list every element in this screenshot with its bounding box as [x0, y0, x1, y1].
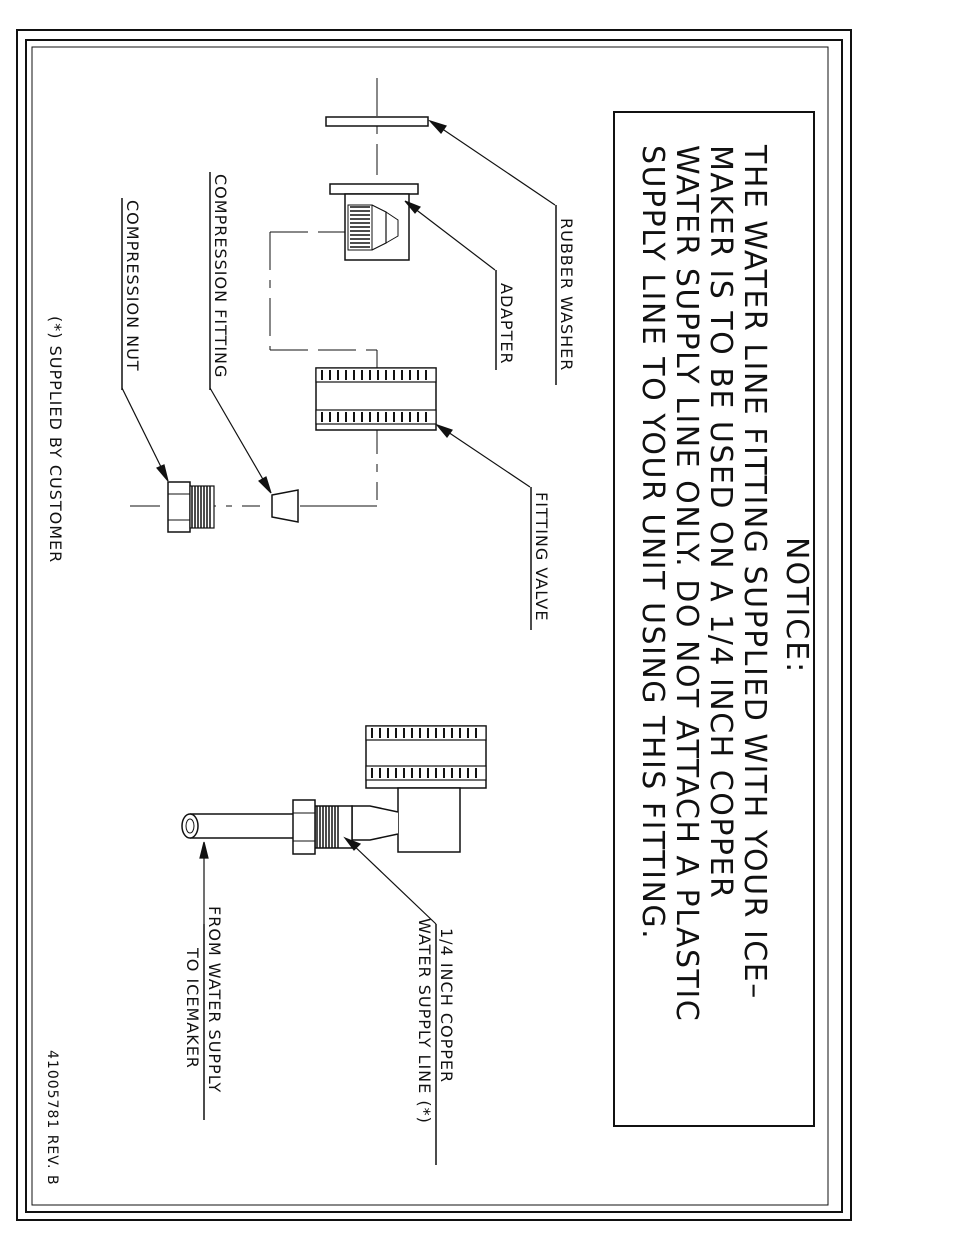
outer-border — [16, 29, 852, 1221]
rubber-washer-shape — [325, 116, 429, 127]
label-copper-line-1: 1/4 INCH COPPER — [437, 928, 456, 1083]
notice-line-1: THE WATER LINE FITTING SUPPLIED WITH YOU… — [737, 144, 772, 1000]
compression-fitting-shape — [271, 489, 299, 523]
assembled-fitting — [181, 725, 487, 855]
notice-line-3: WATER SUPPLY LINE ONLY. DO NOT ATTACH A … — [669, 145, 704, 1022]
label-fitting-valve: FITTING VALVE — [532, 492, 551, 621]
label-underlines — [121, 172, 557, 630]
notice-text: NOTICE: THE WATER LINE FITTING SUPPLIED … — [635, 144, 814, 1022]
notice-title: NOTICE: — [779, 537, 814, 674]
inner-border — [25, 39, 843, 1213]
label-compression-nut: COMPRESSION NUT — [123, 200, 142, 372]
notice-line-2: MAKER IS TO BE USED ON A 1/4 INCH COPPER — [703, 145, 738, 899]
inner-border-2 — [31, 46, 829, 1206]
label-from-supply-2: TO ICEMAKER — [183, 947, 202, 1069]
label-copper-line-2: WATER SUPPLY LINE (*) — [415, 918, 434, 1124]
adapter-shape — [329, 183, 419, 261]
notice-box — [613, 111, 815, 1127]
compression-nut-shape — [167, 481, 215, 533]
label-compression-fitting: COMPRESSION FITTING — [211, 174, 230, 378]
label-adapter: ADAPTER — [497, 283, 516, 365]
notice-line-4: SUPPLY LINE TO YOUR UNIT USING THIS FITT… — [635, 145, 670, 940]
label-rubber-washer: RUBBER WASHER — [557, 218, 576, 371]
fitting-valve-shape — [315, 367, 437, 431]
assembly-leaders — [199, 836, 437, 1165]
part-leaders — [121, 119, 556, 494]
document-number: 41005781 REV. B — [44, 1050, 60, 1186]
footnote: (*) SUPPLIED BY CUSTOMER — [46, 316, 65, 563]
label-from-supply-1: FROM WATER SUPPLY — [205, 906, 224, 1093]
